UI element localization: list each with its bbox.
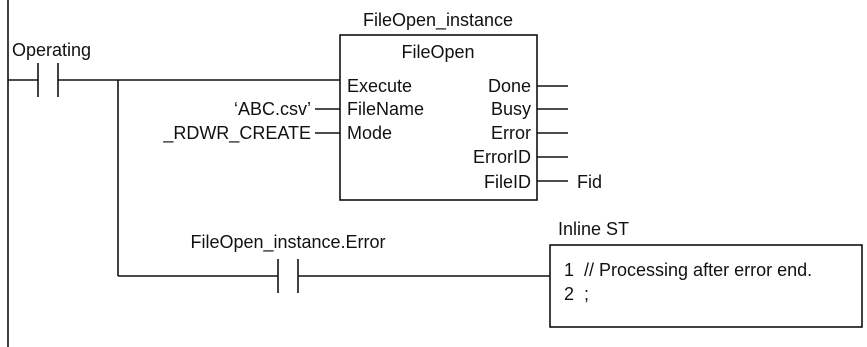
inline-st-line-2: 2 ; [564, 284, 589, 304]
fb-output-busy: Busy [491, 99, 531, 119]
inline-st-box[interactable] [549, 244, 863, 328]
fb-output-done: Done [488, 76, 531, 96]
fb-output-fileid: FileID [484, 172, 531, 192]
fb-input-mode: Mode [347, 123, 392, 143]
error-contact-label: FileOpen_instance.Error [190, 232, 385, 253]
fb-input-filename: FileName [347, 99, 424, 119]
operating-contact[interactable] [37, 63, 59, 97]
fb-output-errorid: ErrorID [473, 147, 531, 167]
inline-st-line-1: 1 // Processing after error end. [564, 260, 812, 280]
fb-input-execute: Execute [347, 76, 412, 96]
mode-value: _RDWR_CREATE [162, 123, 311, 144]
inline-st-title: Inline ST [558, 219, 629, 239]
fb-instance-name: FileOpen_instance [363, 10, 513, 31]
fb-output-error: Error [491, 123, 531, 143]
fileid-value: Fid [577, 172, 602, 192]
fileopen-block[interactable] [339, 34, 538, 201]
error-contact[interactable] [277, 259, 299, 293]
filename-value: ‘ABC.csv’ [234, 99, 311, 119]
operating-contact-label: Operating [12, 40, 91, 60]
fb-type-name: FileOpen [401, 42, 474, 62]
